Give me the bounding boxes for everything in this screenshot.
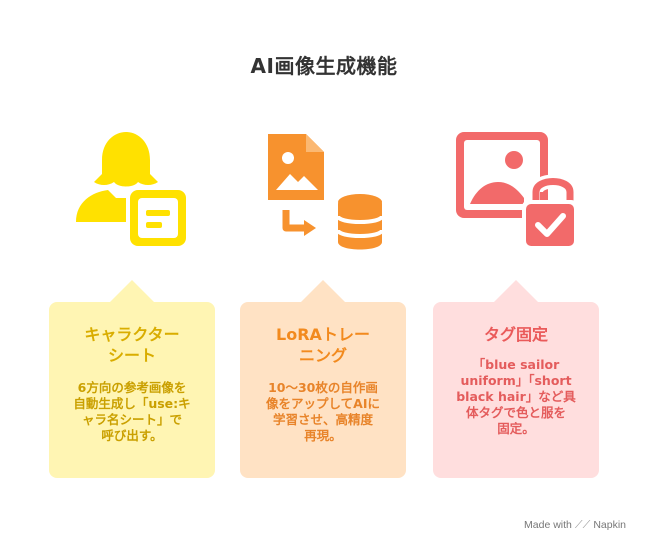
card-pointer xyxy=(494,280,538,302)
napkin-logo-icon: ⟋⟋ xyxy=(574,519,591,531)
card-lora-training: LoRAトレー ニング 10〜30枚の自作画 像をアップしてAIに 学習させ、高… xyxy=(240,280,406,478)
card-title: キャラクター シート xyxy=(84,325,180,365)
card-character-sheet: キャラクター シート 6方向の参考画像を 自動生成し「use:キ ャラ名シート」… xyxy=(49,280,215,478)
image-to-database-icon xyxy=(268,134,384,250)
card-title: LoRAトレー ニング xyxy=(276,325,370,365)
person-with-sheet-icon xyxy=(76,132,190,250)
image-lock-icon xyxy=(456,132,578,250)
made-with-napkin-badge: Made with⟋⟋Napkin xyxy=(524,519,626,531)
card-description: 6方向の参考画像を 自動生成し「use:キ ャラ名シート」で 呼び出す。 xyxy=(73,380,191,443)
card-pointer xyxy=(110,280,154,302)
card-title: タグ固定 xyxy=(483,325,548,344)
card-pointer xyxy=(301,280,345,302)
card-description: 「blue sailor uniform」「short black hair」な… xyxy=(456,357,576,436)
page-title: AI画像生成機能 xyxy=(250,54,398,78)
card-tag-lock: タグ固定 「blue sailor uniform」「short black h… xyxy=(433,280,599,478)
card-description: 10〜30枚の自作画 像をアップしてAIに 学習させ、高精度 再現。 xyxy=(266,380,380,443)
